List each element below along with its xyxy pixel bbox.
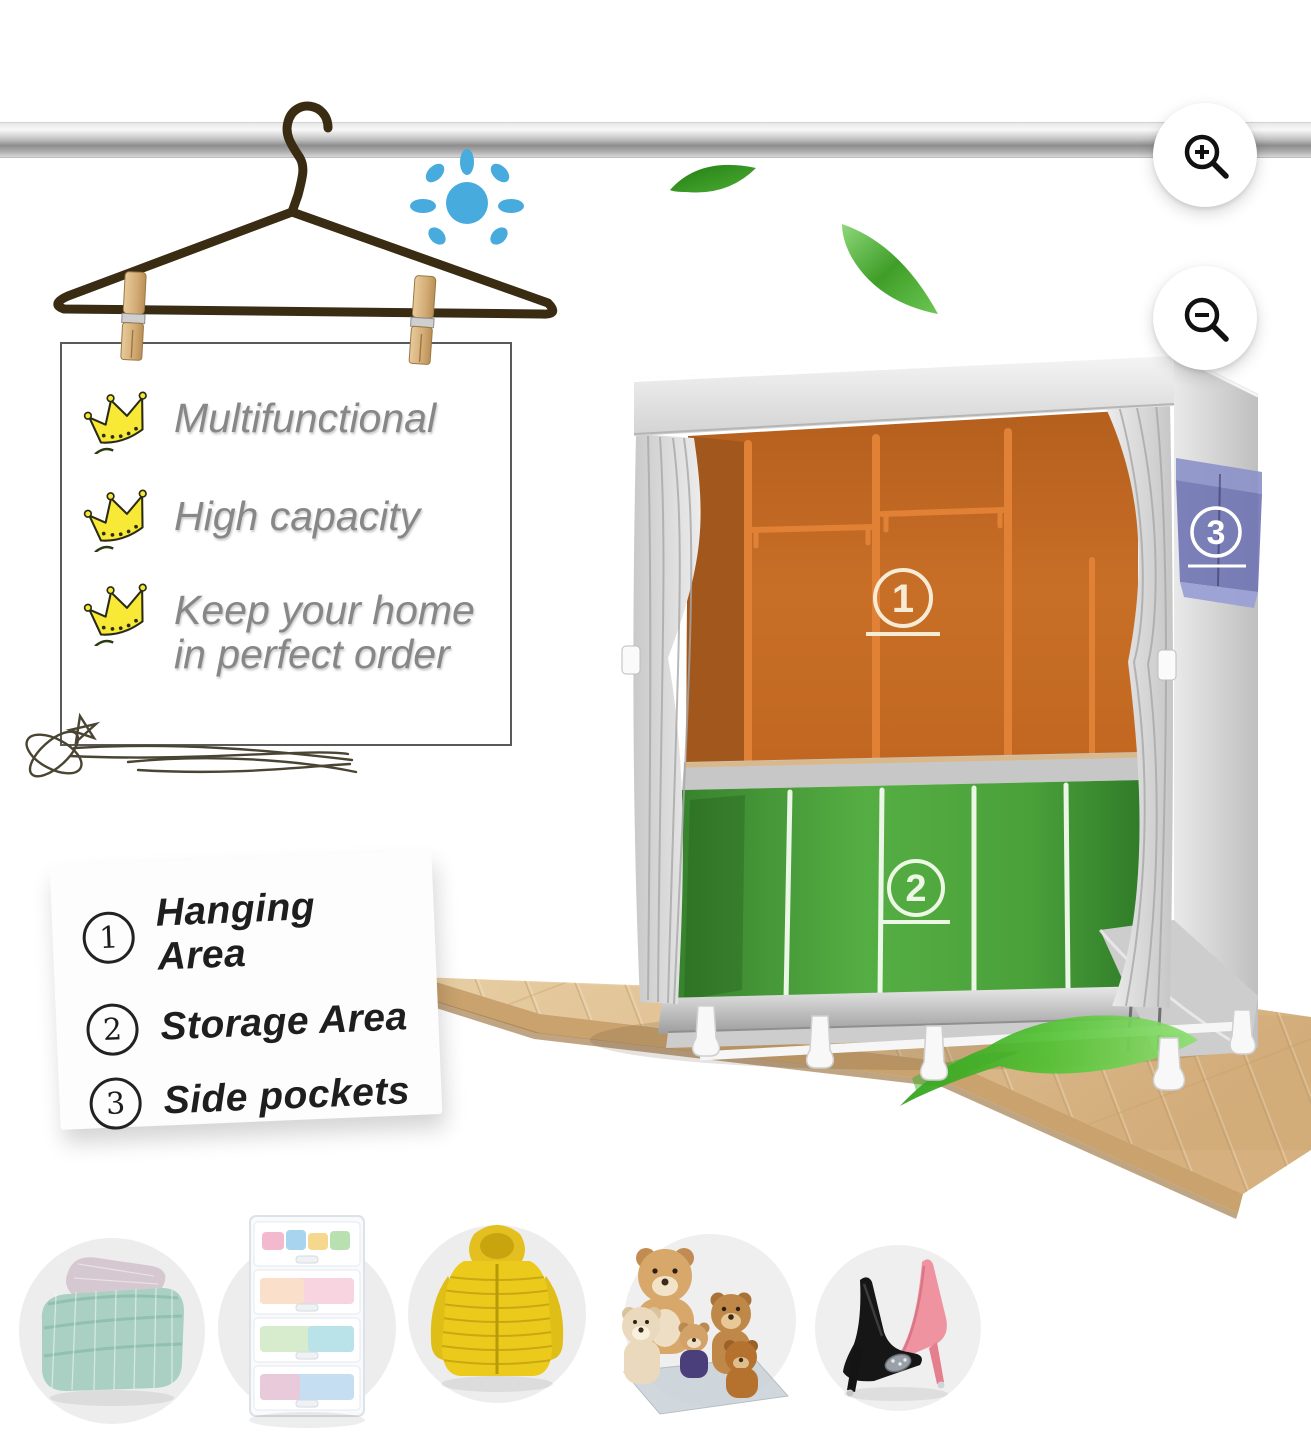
clothespin-icon [120, 271, 147, 361]
sun-icon [410, 149, 524, 245]
crown-icon [83, 489, 147, 552]
feature-text: Keep your home in perfect order [174, 587, 475, 678]
legend-label: Hanging Area [154, 885, 316, 979]
storage-area-label: 2 [882, 859, 950, 924]
leaf-icon [842, 224, 938, 314]
product-folded-comforter [19, 1238, 205, 1424]
legend-number: 1 [81, 910, 136, 965]
legend-row: 2 Storage Area [85, 991, 413, 1057]
scribble-doodles [25, 712, 358, 778]
leaf-icon [670, 164, 756, 193]
feature-text: High capacity [174, 493, 421, 539]
curtain-clip [1157, 649, 1177, 681]
legend-number: 2 [85, 1002, 140, 1057]
feature-row: Multifunctional [80, 391, 437, 454]
side-pocket: 3 [1176, 458, 1262, 608]
top-valance [633, 352, 1175, 436]
feature-row: High capacity [80, 489, 421, 552]
product-storage-drawers [218, 1215, 396, 1428]
hanging-area: 1 [686, 410, 1138, 776]
clothespin-icon [408, 275, 437, 365]
area-number: 2 [905, 868, 926, 910]
legend-label: Storage Area [159, 995, 409, 1049]
leaf-swoosh [900, 1015, 1198, 1106]
hanging-area-label: 1 [866, 568, 940, 636]
feature-text: Multifunctional [174, 395, 437, 441]
crown-icon [83, 391, 147, 454]
zoom-in-button[interactable] [1153, 103, 1257, 207]
magnifier-minus-icon [1184, 297, 1229, 342]
side-pocket-label: 3 [1188, 506, 1246, 568]
legend-label: Side pockets [162, 1069, 411, 1123]
feature-card: Multifunctional High capacity [60, 342, 512, 746]
legend-row: 1 Hanging Area [81, 881, 410, 983]
crown-icon [83, 583, 147, 646]
legend-number: 3 [88, 1076, 143, 1131]
product-high-heels [815, 1245, 981, 1411]
storage-area: 2 [678, 780, 1146, 1004]
right-curtain [1102, 400, 1177, 1008]
feature-row: Keep your home in perfect order [80, 583, 504, 678]
wardrobe-legs [691, 1005, 1257, 1091]
zoom-out-button[interactable] [1153, 266, 1257, 370]
area-number: 1 [892, 577, 914, 621]
legend-card: 1 Hanging Area 2 Storage Area 3 Side poc… [49, 850, 443, 1131]
middle-shelf [682, 752, 1142, 790]
curtain-clip [621, 645, 641, 675]
product-teddy-bears [622, 1234, 796, 1415]
left-curtain [621, 434, 701, 1005]
magnifier-plus-icon [1184, 134, 1229, 179]
hanging-rod [0, 122, 1311, 158]
area-number: 3 [1207, 514, 1226, 552]
wire-hanger-icon [53, 101, 558, 319]
product-puffer-jacket [408, 1225, 586, 1403]
